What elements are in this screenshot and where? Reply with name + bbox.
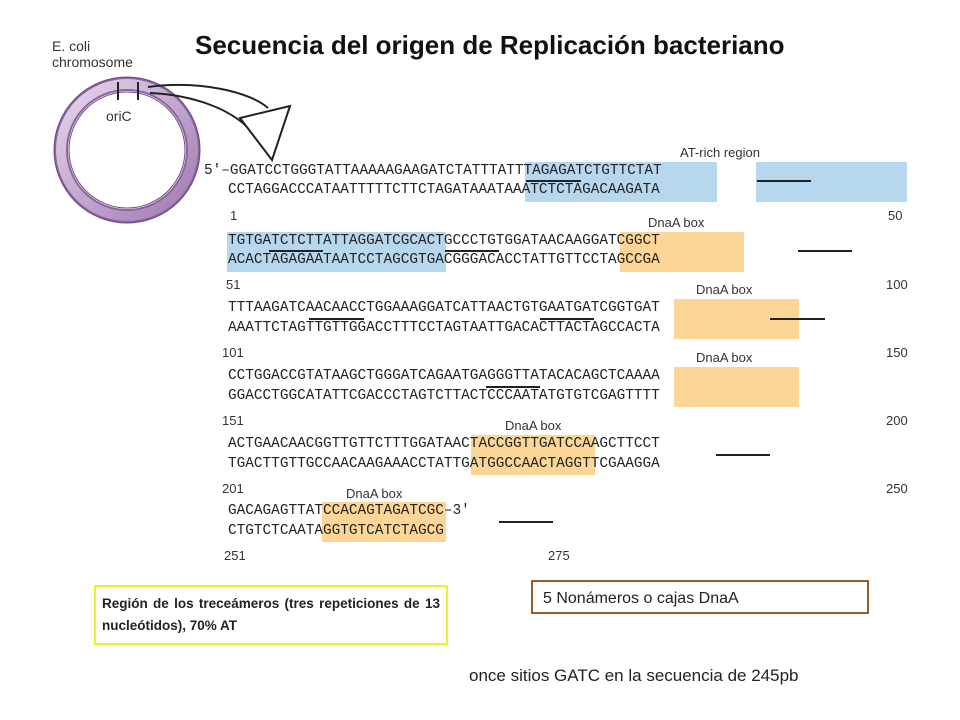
dnaa-box-label-3: DnaA box <box>696 350 753 365</box>
gatc-underline-4 <box>444 250 500 252</box>
chromosome-label: E. coli chromosome <box>52 38 133 70</box>
seq-row-1-start: 1 <box>230 208 238 223</box>
seq-row-5-start: 201 <box>222 481 244 496</box>
seq-row-4-top: CCTGGACCGTATAAGCTGGGATCAGAATGAGGGTTATACA… <box>228 368 660 384</box>
chromosome-ring <box>53 76 201 224</box>
seq-row-1-bottom: CCTAGGACCCATAATTTTTCTTCTAGATAAATAAATCTCT… <box>228 182 660 198</box>
gatc-note: once sitios GATC en la secuencia de 245p… <box>469 666 799 685</box>
seq-row-6-top: GACAGAGTTATCCACAGTAGATCGC–3′ <box>228 503 470 519</box>
oric-marker <box>117 82 139 100</box>
gatc-underline-11 <box>499 521 554 523</box>
seq-row-5-top: ACTGAACAACGGTTGTTCTTTGGATAACTACCGGTTGATC… <box>228 436 660 452</box>
gatc-underline-9 <box>485 386 540 388</box>
at-rich-label: AT-rich region <box>680 145 760 160</box>
seq-row-4-end: 200 <box>886 413 908 428</box>
at-rich-block-2 <box>755 162 907 202</box>
gatc-underline-10 <box>716 454 771 456</box>
seq-row-6-start: 251 <box>224 548 246 563</box>
seq-row-2-top: TGTGATCTCTTATTAGGATCGCACTGCCCTGTGGATAACA… <box>228 233 660 249</box>
seq-row-2-end: 100 <box>886 277 908 292</box>
dnaa-box-label-4: DnaA box <box>505 418 562 433</box>
seq-row-5-bottom: TGACTTGTTGCCAACAAGAAACCTATTGATGGCCAACTAG… <box>228 456 660 472</box>
gatc-underline-6 <box>309 318 364 320</box>
seq-row-6-bottom: CTGTCTCAATAGGTGTCATCTAGCG <box>228 523 444 539</box>
dnaa-box-4 <box>471 435 596 475</box>
seq-row-3-start: 101 <box>222 345 244 360</box>
seq-row-1-end: 50 <box>888 208 903 223</box>
gatc-underline-5 <box>797 250 852 252</box>
gatc-underline-7 <box>539 318 595 320</box>
seq-row-4-start: 151 <box>222 413 244 428</box>
tridecamer-note: Región de los treceámeros (tres repetici… <box>94 585 448 645</box>
dnaa-box-label-5: DnaA box <box>346 486 403 501</box>
at-rich-block-3 <box>227 232 446 272</box>
dnaa-box-label-2: DnaA box <box>696 282 753 297</box>
dnaa-box-3 <box>674 367 799 407</box>
nonamer-note: 5 Nonámeros o cajas DnaA <box>531 580 869 614</box>
oric-label: oriC <box>106 108 132 124</box>
dnaa-box-label-1: DnaA box <box>648 215 705 230</box>
at-rich-block-1 <box>525 162 718 202</box>
seq-row-4-bottom: GGACCTGGCATATTCGACCCTAGTCTTACTCCCAATATGT… <box>228 388 660 404</box>
page-title: Secuencia del origen de Replicación bact… <box>195 30 785 60</box>
seq-row-3-bottom: AAATTCTAGTTGTTGGACCTTTCCTAGTAATTGACACTTA… <box>228 320 660 336</box>
seq-row-3-end: 150 <box>886 345 908 360</box>
seq-row-1-top: 5′–GGATCCTGGGTATTAAAAAGAAGATCTATTTATTTAG… <box>204 163 662 179</box>
gatc-underline-1 <box>526 180 581 182</box>
gatc-underline-2 <box>756 180 812 182</box>
seq-row-5-end: 250 <box>886 481 908 496</box>
dnaa-box-5 <box>321 502 446 542</box>
seq-row-6-end: 275 <box>548 548 570 563</box>
gatc-underline-8 <box>770 318 825 320</box>
seq-row-3-top: TTTAAGATCAACAACCTGGAAAGGATCATTAACTGTGAAT… <box>228 300 660 316</box>
dnaa-box-1 <box>620 232 745 272</box>
gatc-underline-3 <box>268 250 323 252</box>
seq-row-2-start: 51 <box>226 277 241 292</box>
seq-row-2-bottom: ACACTAGAGAATAATCCTAGCGTGACGGGACACCTATTGT… <box>228 252 660 268</box>
zoom-arrow <box>147 84 292 163</box>
